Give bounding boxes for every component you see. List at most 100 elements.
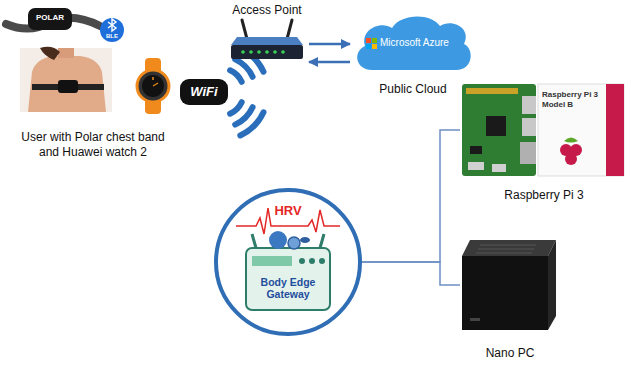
- icon-label: BLE: [104, 33, 120, 40]
- raspberry-pi-board: [492, 164, 506, 172]
- raspberry-pi-board: [468, 162, 484, 170]
- gateway-box: [246, 248, 330, 310]
- bluetooth-icon: [108, 19, 116, 31]
- device-node: Raspberry Pi 3: [460, 80, 628, 208]
- text-slot: POLAR: [28, 13, 72, 23]
- text-slot: Microsoft Azure: [380, 37, 464, 49]
- nano-pc: [478, 249, 534, 250]
- bluetooth-icon: [100, 18, 124, 42]
- nano-pc: [462, 240, 556, 256]
- raspberry-pi-board: [462, 84, 536, 176]
- wifi-logo: [180, 79, 228, 105]
- smart-watch: [137, 58, 169, 114]
- raspberry-pi-box: [538, 84, 624, 176]
- vendor-logo: [372, 44, 377, 49]
- nano-pc: [462, 256, 548, 330]
- node-text: Body Edge Gateway: [249, 276, 327, 300]
- node-text: Microsoft Azure: [380, 37, 464, 49]
- node-text: HRV: [258, 203, 318, 218]
- status-light: [241, 50, 245, 54]
- router-body: [231, 45, 303, 59]
- status-light: [257, 50, 261, 54]
- wifi-waves: [235, 107, 252, 124]
- raspberry-pi-box: [606, 84, 624, 176]
- text-slot: HRV: [258, 203, 318, 218]
- status-light: [265, 50, 269, 54]
- text-slot: Body Edge Gateway: [249, 276, 327, 300]
- raspberry-pi-board: [466, 88, 518, 94]
- user-node: User with Polar chest band and Huawei wa…: [5, 0, 181, 166]
- brand-label: POLAR: [28, 13, 72, 23]
- user-photo: [40, 47, 60, 60]
- raspberry-pi-board: [522, 96, 536, 114]
- status-light: [249, 50, 253, 54]
- user-photo: [20, 47, 112, 112]
- package-label: Raspberry Pi 3 Model B: [542, 90, 602, 110]
- access-point: Access Point: [225, 1, 309, 71]
- status-light: [319, 258, 325, 264]
- text-slot: Public Cloud: [350, 82, 476, 96]
- connector-arrow: [309, 61, 350, 64]
- wifi-waves: [230, 102, 242, 114]
- raspberry-pi-board: [522, 118, 536, 136]
- raspberry-pi-board: [520, 142, 536, 164]
- raspberry-pi-box: [565, 153, 577, 165]
- led-strip: [252, 256, 292, 266]
- text-slot: Nano PC: [460, 346, 560, 361]
- antenna: [252, 234, 256, 248]
- wifi-waves: [230, 49, 263, 136]
- logo-label: WiFi: [180, 84, 228, 99]
- connector-line: [362, 130, 460, 262]
- node-text: Nano PC: [460, 346, 560, 361]
- connector-arrow: [309, 43, 350, 46]
- raspberry-pi-board: [470, 146, 482, 154]
- raspberry-pi-box: [538, 84, 624, 176]
- user-photo: [58, 48, 74, 58]
- smart-watch: [137, 70, 169, 102]
- text-slot: User with Polar chest band and Huawei wa…: [10, 130, 176, 160]
- wifi-waves: [230, 70, 242, 82]
- raspberry-pi-board: [462, 84, 536, 176]
- raspberry-pi-board: [486, 116, 506, 136]
- database-icon: [300, 237, 310, 243]
- nano-pc: [470, 318, 480, 321]
- node-text: Access Point: [225, 3, 309, 17]
- nano-pc: [462, 240, 556, 330]
- text-slot: WiFi: [180, 84, 228, 99]
- vendor-logo: [366, 38, 371, 43]
- processing-icon: [269, 231, 287, 249]
- antenna: [287, 20, 292, 39]
- chest-band: [28, 8, 72, 30]
- device-node: Nano PC: [460, 232, 560, 364]
- nano-pc: [476, 253, 532, 254]
- wifi-logo: [180, 79, 228, 105]
- user-photo: [28, 56, 106, 112]
- smart-watch: [142, 75, 164, 97]
- text-slot: Raspberry Pi 3 Model B: [542, 90, 602, 110]
- bluetooth-icon: [100, 18, 124, 42]
- wifi-waves: [240, 49, 263, 72]
- text-slot: BLE: [104, 33, 120, 40]
- gateway-circle: HRV Body Edge Gateway: [212, 186, 364, 338]
- node-text: Public Cloud: [350, 82, 476, 96]
- raspberry-pi-box: [564, 138, 578, 143]
- router-top: [231, 37, 303, 45]
- smart-watch: [153, 83, 158, 86]
- user-photo: [20, 48, 112, 112]
- connector-line: [362, 262, 460, 285]
- status-light: [281, 50, 285, 54]
- node-text: User with Polar chest band and Huawei wa…: [10, 130, 176, 160]
- wifi-waves: [240, 112, 263, 135]
- antenna: [242, 20, 247, 39]
- smart-watch: [152, 77, 154, 80]
- text-slot: Access Point: [225, 3, 309, 17]
- status-light: [273, 50, 277, 54]
- nano-pc: [548, 240, 556, 330]
- gear-icon: [288, 237, 300, 249]
- vendor-logo: [366, 44, 371, 49]
- antenna: [320, 234, 324, 248]
- text-slot: Raspberry Pi 3: [460, 188, 628, 203]
- status-light: [299, 258, 305, 264]
- wifi-waves: [235, 59, 252, 76]
